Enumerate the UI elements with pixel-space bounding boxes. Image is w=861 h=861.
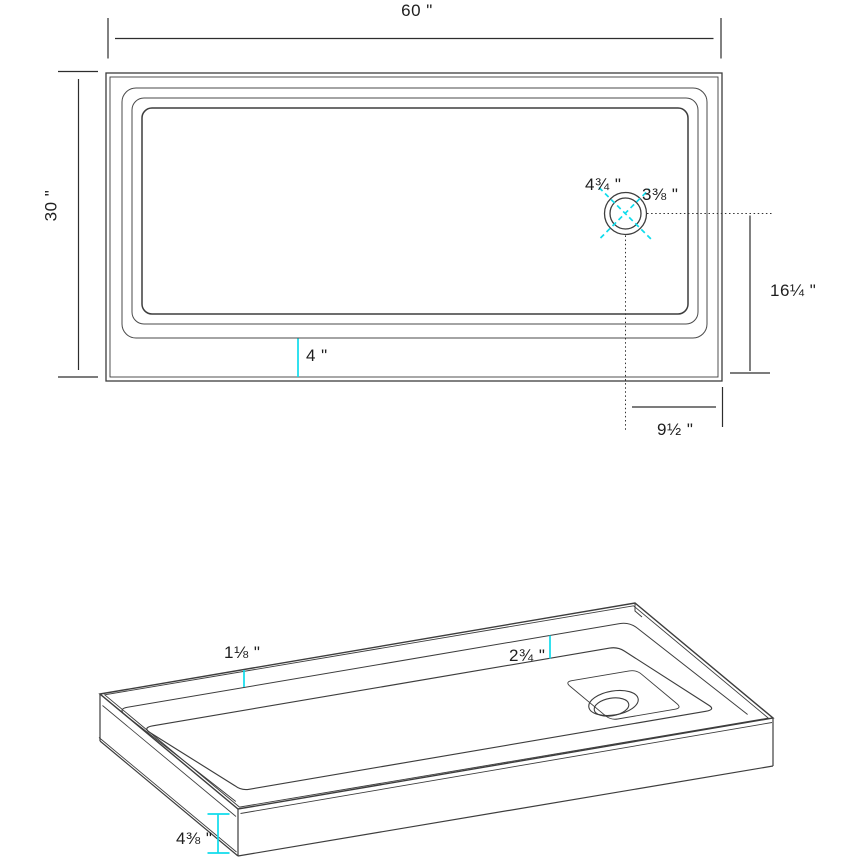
dim-drain-offset-a-label: 4¾ " xyxy=(585,175,622,194)
dim-drain-to-side-label: 9½ " xyxy=(657,420,694,439)
dimension-lines xyxy=(58,18,770,427)
dim-depth-label: 30 " xyxy=(41,189,61,222)
drain-symbol xyxy=(598,186,652,240)
dim-rim-back-label: 1⅛ " xyxy=(224,643,261,662)
dim-apron-height-label: 4⅜ " xyxy=(176,829,213,848)
drain-centerline-cross-icon xyxy=(598,186,652,240)
iso-skirt-faces xyxy=(98,694,774,857)
dim-threshold-label: 4 " xyxy=(306,346,328,365)
iso-pan-body xyxy=(98,602,775,810)
dim-drain-offset-b-label: 3⅜ " xyxy=(642,185,679,204)
dim-drain-to-front-label: 16¼ " xyxy=(770,281,817,300)
top-view-floor-contours xyxy=(121,87,708,339)
iso-drain-hole xyxy=(588,689,639,717)
top-view-pan-outline xyxy=(105,72,723,382)
dim-width-label: 60 " xyxy=(401,1,433,20)
dim-rim-right-label: 2¾ " xyxy=(509,646,546,665)
drain-reference-lines xyxy=(625,213,772,430)
iso-cyan-dimensions xyxy=(207,635,551,854)
